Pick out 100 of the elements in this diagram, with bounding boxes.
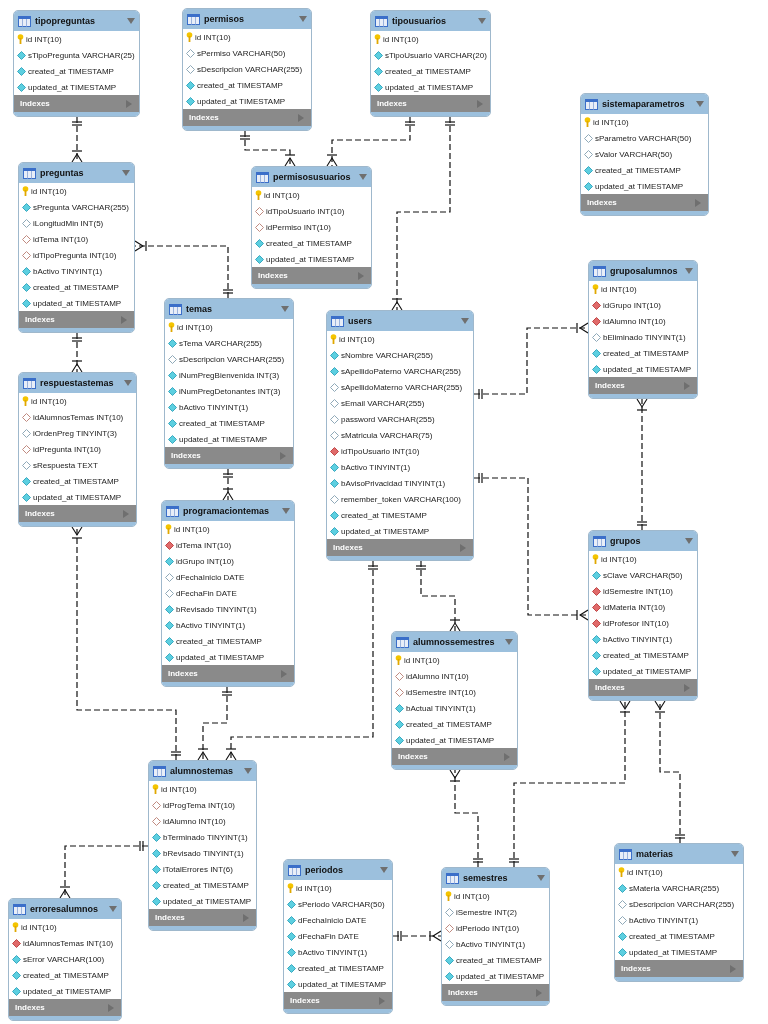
entity-table xyxy=(588,530,698,701)
entity-table xyxy=(182,8,312,131)
column-text: updated_at TIMESTAMP xyxy=(298,979,387,989)
indexes-label: Indexes xyxy=(155,913,185,922)
column-text: idTipoPregunta INT(10) xyxy=(33,250,117,260)
table-name: permisosusuarios xyxy=(273,172,352,182)
column-text: id INT(10) xyxy=(627,867,663,877)
entity-table xyxy=(251,166,372,289)
table-name: preguntas xyxy=(40,168,85,178)
table-name: gruposalumnos xyxy=(610,266,679,276)
relationship-line xyxy=(509,700,631,868)
entity-table xyxy=(441,867,550,1006)
relationship-line xyxy=(197,686,232,761)
column-text: sParametro VARCHAR(50) xyxy=(595,133,692,143)
indexes-label: Indexes xyxy=(258,271,288,280)
column-text: sDescripcion VARCHAR(255) xyxy=(179,354,285,364)
entity-table xyxy=(18,162,135,333)
column-text: created_at TIMESTAMP xyxy=(298,963,384,973)
indexes-label: Indexes xyxy=(448,988,478,997)
column-text: idTema INT(10) xyxy=(33,234,89,244)
table-name: grupos xyxy=(610,536,642,546)
column-text: idTipoUsuario INT(10) xyxy=(266,206,345,216)
entity-table xyxy=(164,298,294,469)
column-text: sTipoUsuario VARCHAR(20) xyxy=(385,50,487,60)
column-text: sPermiso VARCHAR(50) xyxy=(197,48,286,58)
relationship-line xyxy=(449,769,483,868)
table-name: semestres xyxy=(463,873,509,883)
relationship-line xyxy=(225,560,378,761)
relationship-line xyxy=(416,560,461,632)
column-text: id INT(10) xyxy=(404,655,440,665)
column-text: created_at TIMESTAMP xyxy=(595,165,681,175)
column-text: dFechaInicio DATE xyxy=(176,572,245,582)
column-text: id INT(10) xyxy=(31,396,67,406)
entity-table xyxy=(283,859,393,1014)
column-text: updated_at TIMESTAMP xyxy=(179,434,268,444)
column-text: bActivo TINYINT(1) xyxy=(176,620,246,630)
entity-table xyxy=(614,843,744,982)
column-text: sEmail VARCHAR(255) xyxy=(341,398,425,408)
column-text: sApellidoMaterno VARCHAR(255) xyxy=(341,382,463,392)
indexes-label: Indexes xyxy=(25,509,55,518)
entity-table xyxy=(391,631,518,770)
column-text: updated_at TIMESTAMP xyxy=(385,82,474,92)
relationship-line xyxy=(392,930,442,942)
column-text: iOrdenPreg TINYINT(3) xyxy=(33,428,117,438)
indexes-label: Indexes xyxy=(595,683,625,692)
column-text: sRespuesta TEXT xyxy=(33,460,98,470)
column-text: idGrupo INT(10) xyxy=(176,556,234,566)
column-text: idAlumnosTemas INT(10) xyxy=(23,938,114,948)
table-name: alumnossemestres xyxy=(413,637,496,647)
column-text: bActual TINYINT(1) xyxy=(406,703,476,713)
table-name: respuestastemas xyxy=(40,378,115,388)
column-text: dFechaFin DATE xyxy=(298,931,359,941)
column-text: iLongitudMin INT(5) xyxy=(33,218,104,228)
column-text: sError VARCHAR(100) xyxy=(23,954,105,964)
relationship-line xyxy=(71,332,83,373)
column-text: id INT(10) xyxy=(161,784,197,794)
column-text: id INT(10) xyxy=(31,186,67,196)
relationship-line xyxy=(473,322,589,399)
table-name: sistemaparametros xyxy=(602,99,686,109)
entity-table xyxy=(161,500,295,687)
column-text: sApellidoPaterno VARCHAR(255) xyxy=(341,366,461,376)
table-name: tipopreguntas xyxy=(35,16,96,26)
column-text: updated_at TIMESTAMP xyxy=(33,492,122,502)
column-text: created_at TIMESTAMP xyxy=(163,880,249,890)
entity-table xyxy=(588,260,698,399)
column-text: sValor VARCHAR(50) xyxy=(595,149,673,159)
column-text: idSemestre INT(10) xyxy=(406,687,476,697)
table-name: alumnostemas xyxy=(170,766,235,776)
column-text: created_at TIMESTAMP xyxy=(385,66,471,76)
column-text: sPeriodo VARCHAR(50) xyxy=(298,899,385,909)
column-text: id INT(10) xyxy=(177,322,213,332)
column-text: updated_at TIMESTAMP xyxy=(28,82,117,92)
column-text: bRevisado TINYINT(1) xyxy=(163,848,244,858)
column-text: updated_at TIMESTAMP xyxy=(163,896,252,906)
column-text: iNumPregBienvenida INT(3) xyxy=(179,370,280,380)
column-text: created_at TIMESTAMP xyxy=(406,719,492,729)
column-text: bActivo TINYINT(1) xyxy=(179,402,249,412)
column-text: sMatricula VARCHAR(75) xyxy=(341,430,433,440)
column-text: created_at TIMESTAMP xyxy=(456,955,542,965)
column-text: idAlumnosTemas INT(10) xyxy=(33,412,124,422)
table-name: erroresalumnos xyxy=(30,904,100,914)
column-text: updated_at TIMESTAMP xyxy=(197,96,286,106)
column-text: updated_at TIMESTAMP xyxy=(23,986,112,996)
column-text: bActivo TINYINT(1) xyxy=(298,947,368,957)
table-name: users xyxy=(348,316,374,326)
column-text: iNumPregDetonantes INT(3) xyxy=(179,386,281,396)
column-text: idAlumno INT(10) xyxy=(603,316,666,326)
indexes-label: Indexes xyxy=(168,669,198,678)
column-text: sNombre VARCHAR(255) xyxy=(341,350,433,360)
column-text: created_at TIMESTAMP xyxy=(603,650,689,660)
column-text: created_at TIMESTAMP xyxy=(33,282,119,292)
entity-table xyxy=(8,898,122,1021)
column-text: updated_at TIMESTAMP xyxy=(603,666,692,676)
column-text: iTotalErrores INT(6) xyxy=(163,864,233,874)
indexes-label: Indexes xyxy=(621,964,651,973)
indexes-label: Indexes xyxy=(20,99,50,108)
column-text: created_at TIMESTAMP xyxy=(341,510,427,520)
column-text: bRevisado TINYINT(1) xyxy=(176,604,257,614)
column-text: idSemestre INT(10) xyxy=(603,586,673,596)
column-text: updated_at TIMESTAMP xyxy=(176,652,265,662)
